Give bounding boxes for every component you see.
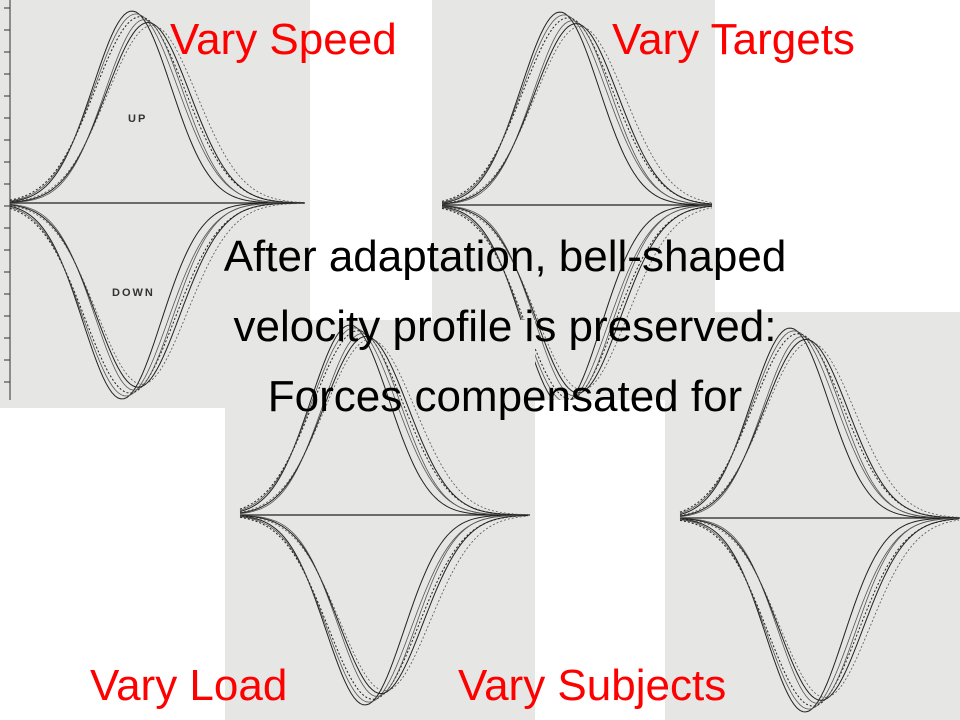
velocity-curve [679, 327, 959, 519]
velocity-curve [679, 341, 960, 518]
label-vary-load: Vary Load [90, 661, 288, 710]
velocity-curve [239, 335, 528, 516]
velocity-plot-vary-load [225, 320, 535, 720]
velocity-curve [9, 19, 305, 204]
velocity-curve [239, 514, 529, 695]
velocity-curve [239, 333, 528, 516]
velocity-curve [9, 24, 305, 203]
velocity-curve [679, 517, 960, 704]
velocity-curve [679, 518, 960, 698]
velocity-plot-vary-speed: UP DOWN [0, 0, 310, 408]
down-label: DOWN [112, 287, 155, 299]
velocity-curve [239, 515, 529, 692]
velocity-plot-vary-subjects [665, 312, 960, 720]
velocity-curve [679, 338, 960, 519]
main-text-line-1: After adaptation, bell-shaped [223, 232, 787, 281]
main-text-line-3: Forces compensated for [267, 372, 743, 421]
velocity-curve [679, 517, 959, 713]
velocity-curve [441, 17, 713, 205]
velocity-curve [9, 10, 304, 204]
velocity-curve [441, 11, 712, 206]
velocity-curve [679, 518, 960, 701]
velocity-curve [441, 23, 713, 205]
label-vary-targets: Vary Targets [612, 15, 855, 64]
velocity-curve [9, 202, 305, 385]
velocity-curve [239, 514, 528, 706]
velocity-curve [441, 205, 713, 397]
velocity-curve [679, 336, 959, 519]
velocity-curve [441, 204, 713, 400]
velocity-curve [441, 205, 713, 400]
velocity-curve [9, 202, 304, 400]
velocity-curve [441, 26, 713, 204]
label-vary-speed: Vary Speed [170, 15, 397, 64]
velocity-curve [9, 202, 304, 391]
label-vary-subjects: Vary Subjects [458, 661, 727, 710]
slide-main-text: After adaptation, bell-shaped velocity p… [60, 222, 950, 432]
up-label: UP [128, 113, 147, 125]
velocity-curve [441, 205, 713, 394]
main-text-line-2: velocity profile is preserved: [233, 302, 777, 351]
velocity-curve [9, 202, 304, 388]
velocity-curve [441, 206, 713, 391]
velocity-curve [441, 20, 713, 206]
